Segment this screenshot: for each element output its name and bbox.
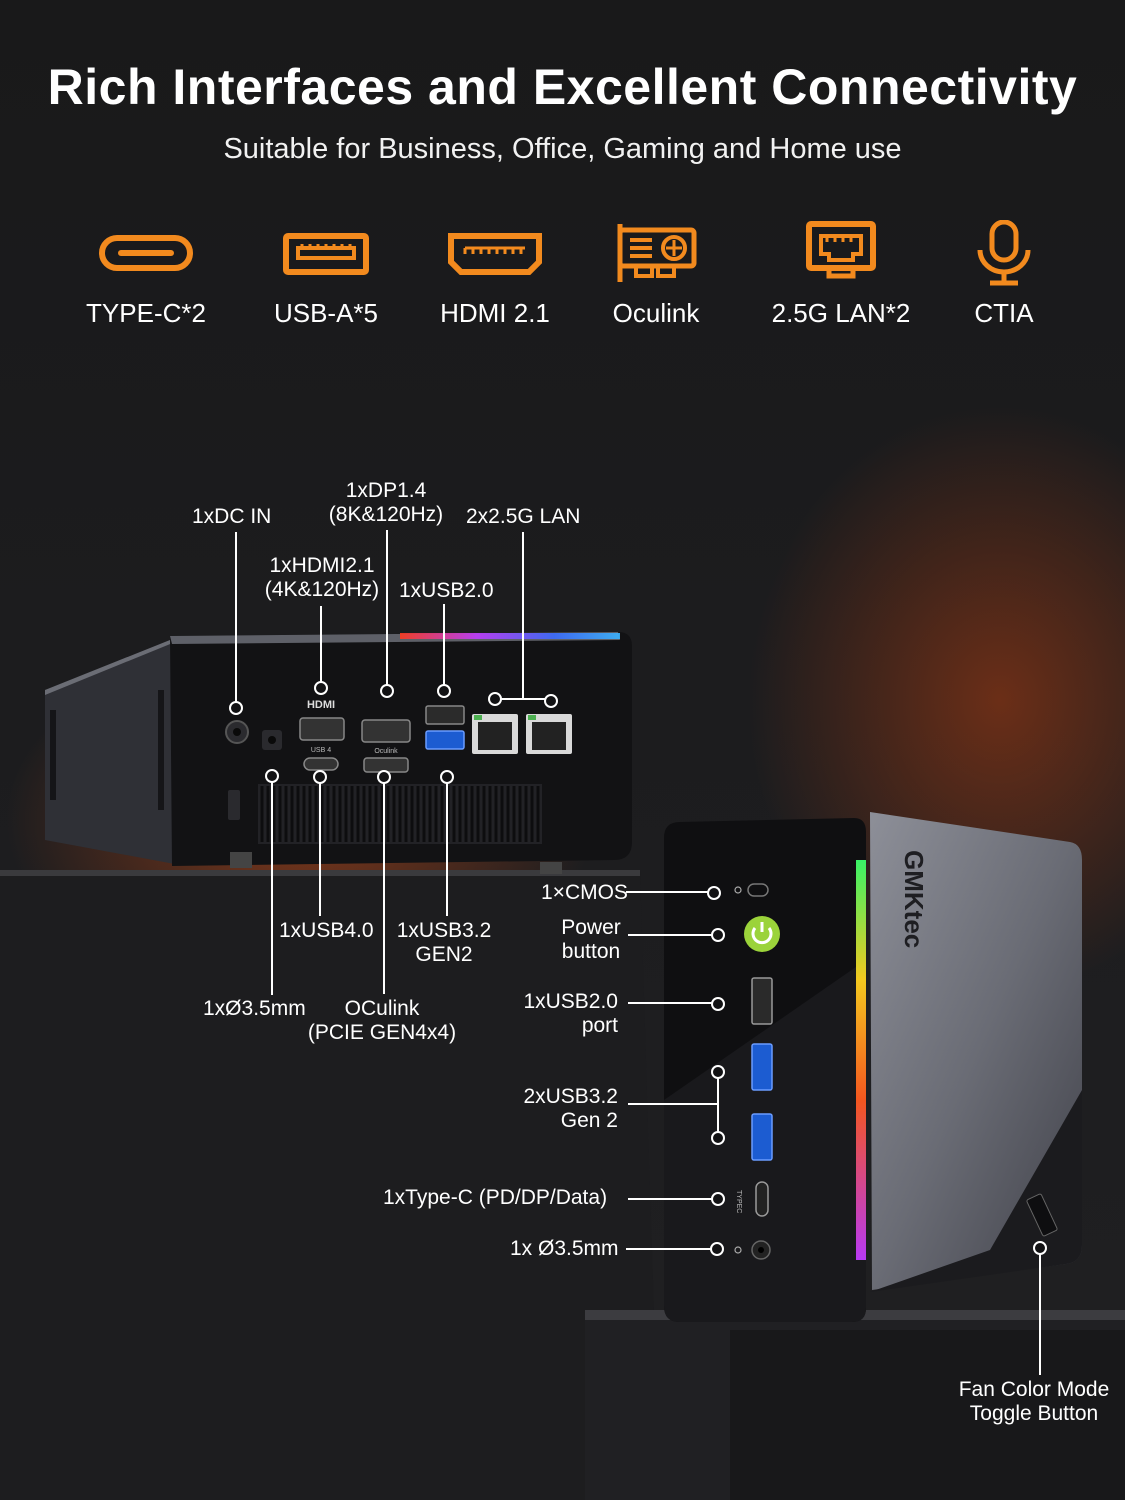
label-line: OCulink	[344, 997, 420, 1020]
front-callout-dots	[707, 886, 1047, 1256]
label-usb20-front: 1xUSB2.0 port	[500, 990, 618, 1038]
mini-pc-rear-view: HDMI USB 4 Oculink	[45, 632, 632, 874]
label-line: Fan Color Mode	[958, 1378, 1110, 1401]
label-lan: 2x2.5G LAN	[466, 505, 581, 528]
microphone-icon	[977, 220, 1031, 286]
label-power-button: Power button	[548, 916, 634, 964]
label-cmos: 1×CMOS	[541, 881, 628, 904]
label-usb40: 1xUSB4.0	[279, 919, 374, 942]
feature-label: Oculink	[612, 298, 700, 328]
feature-lan: 2.5G LAN*2	[761, 220, 921, 329]
label-line: (4K&120Hz)	[264, 578, 380, 601]
page-subtitle: Suitable for Business, Office, Gaming an…	[223, 133, 902, 165]
label-line: button	[561, 940, 621, 963]
label-oculink: OCulink (PCIE GEN4x4)	[300, 997, 464, 1045]
feature-hdmi: HDMI 2.1	[415, 220, 575, 329]
label-line: 1xUSB3.2	[396, 919, 492, 942]
rear-callout-dots	[229, 681, 558, 784]
label-line: Toggle Button	[969, 1402, 1099, 1425]
hdmi-port-icon	[448, 233, 542, 275]
ethernet-port-icon	[806, 221, 876, 279]
label-dc-in: 1xDC IN	[192, 505, 272, 528]
feature-ctia: CTIA	[924, 220, 1084, 329]
label-line: Power	[561, 916, 621, 939]
front-leader-lines	[626, 891, 1041, 1375]
label-line: 1xDP1.4	[345, 479, 427, 502]
label-usb32-front: 2xUSB3.2 Gen 2	[500, 1085, 618, 1133]
label-fan-color-button: Fan Color Mode Toggle Button	[950, 1378, 1118, 1426]
rear-leader-lines	[235, 530, 551, 995]
label-displayport: 1xDP1.4 (8K&120Hz)	[320, 479, 452, 527]
feature-label: HDMI 2.1	[440, 298, 550, 328]
label-line: GEN2	[415, 943, 473, 966]
label-line: Gen 2	[560, 1109, 618, 1132]
label-line: 2xUSB3.2	[523, 1085, 618, 1108]
feature-label: CTIA	[974, 298, 1034, 328]
label-line: (PCIE GEN4x4)	[307, 1021, 457, 1044]
feature-label: USB-A*5	[273, 298, 379, 328]
label-type-c-front: 1xType-C (PD/DP/Data)	[383, 1186, 608, 1209]
label-line: (8K&120Hz)	[328, 503, 444, 526]
label-line: 1xUSB2.0	[523, 990, 618, 1013]
oculink-mark: Oculink	[374, 748, 398, 755]
label-usb32-rear: 1xUSB3.2 GEN2	[392, 919, 496, 967]
usb4-mark: USB 4	[311, 747, 331, 754]
feature-label: 2.5G LAN*2	[771, 298, 911, 328]
usb-a-port-icon	[283, 233, 369, 275]
display-pedestal-left	[0, 870, 660, 1500]
label-line: 1xHDMI2.1	[269, 554, 375, 577]
page-title: Rich Interfaces and Excellent Connectivi…	[47, 59, 1078, 115]
hdmi-mark: HDMI	[307, 699, 335, 711]
mini-pc-front-view: GMKtec TYPEC	[664, 812, 1082, 1322]
label-usb20-rear: 1xUSB2.0	[399, 579, 494, 602]
label-audio-rear: 1xØ3.5mm	[203, 997, 306, 1020]
feature-usb-a: USB-A*5	[246, 220, 406, 329]
feature-oculink: Oculink	[576, 220, 736, 329]
label-audio-front: 1x Ø3.5mm	[510, 1237, 619, 1260]
label-hdmi: 1xHDMI2.1 (4K&120Hz)	[258, 554, 386, 602]
feature-label: TYPE-C*2	[86, 298, 206, 328]
usb-c-port-icon	[99, 235, 193, 271]
display-pedestal-right	[585, 1310, 1125, 1500]
brand-logo: GMKtec	[899, 850, 929, 948]
typec-mark: TYPEC	[735, 1190, 742, 1213]
label-line: port	[581, 1014, 618, 1037]
graphics-card-icon	[617, 224, 697, 282]
feature-type-c: TYPE-C*2	[66, 220, 226, 329]
